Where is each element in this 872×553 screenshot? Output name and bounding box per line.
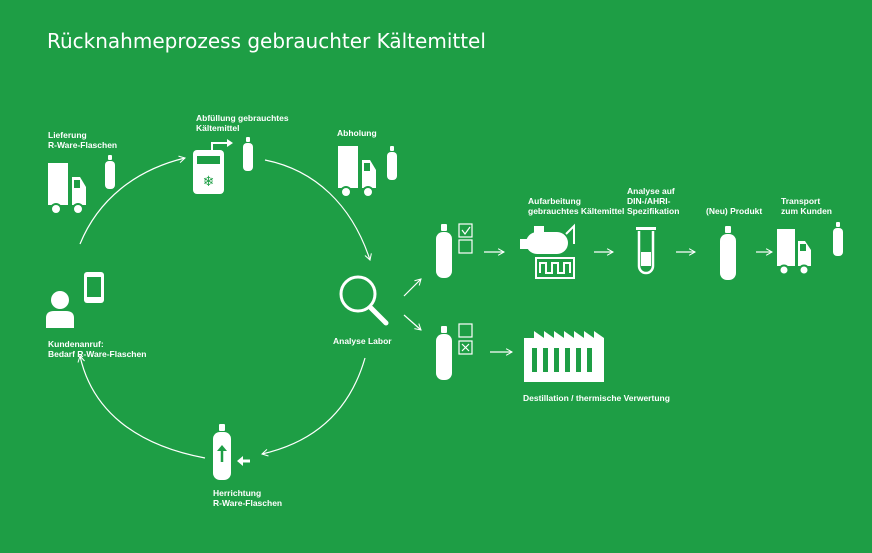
arrow-lab-to-preparation xyxy=(261,357,366,457)
checkbox-empty-icon xyxy=(458,323,473,338)
delivery-bottle-icon xyxy=(105,155,115,189)
filling-machine-icon: ❄ xyxy=(193,139,233,194)
label-customer-call: Kundenanruf: Bedarf R-Ware-Flaschen xyxy=(48,339,147,359)
label-transport: Transport zum Kunden xyxy=(781,196,832,216)
pickup-bottle-icon xyxy=(387,146,397,180)
transport-truck-icon xyxy=(777,229,811,276)
pickup-truck-icon xyxy=(337,145,377,198)
factory-icon xyxy=(524,331,604,382)
label-lab: Analyse Labor xyxy=(333,336,392,346)
transport-bottle-icon xyxy=(833,222,843,256)
customer-person-icon xyxy=(46,291,74,328)
test-tube-icon xyxy=(636,227,656,275)
arrow-preparation-to-customer xyxy=(77,355,206,459)
label-delivery: Lieferung R-Ware-Flaschen xyxy=(48,130,118,150)
checkbox-empty-icon xyxy=(458,239,473,254)
product-bottle-icon xyxy=(720,226,736,280)
arrow-filling-to-pickup xyxy=(264,159,372,261)
checkbox-crossed-icon xyxy=(458,340,473,355)
label-product: (Neu) Produkt xyxy=(706,206,763,216)
preparation-bottle-icon xyxy=(213,424,231,480)
label-preparation: Herrichtung R-Ware-Flaschen xyxy=(213,488,283,508)
reprocessing-tank-icon xyxy=(520,223,575,279)
label-analysis: Analyse auf DIN-/AHRI- Spezifikation xyxy=(627,186,680,216)
label-reprocessing: Aufarbeitung gebrauchtes Kältemittel xyxy=(528,196,625,216)
page-title: Rücknahmeprozess gebrauchter Kältemittel xyxy=(47,29,486,53)
label-filling: Abfüllung gebrauchtes Kältemittel xyxy=(196,113,289,133)
svg-text:❄: ❄ xyxy=(203,174,215,190)
delivery-truck-icon xyxy=(47,162,87,215)
label-pickup: Abholung xyxy=(337,128,377,138)
arrow-lab-to-fail xyxy=(403,314,422,331)
arrow-delivery-to-filling xyxy=(79,155,186,245)
fail-bottle-icon xyxy=(436,326,452,380)
label-disposal: Destillation / thermische Verwertung xyxy=(523,393,670,403)
filling-bottle-icon xyxy=(243,137,253,171)
cycle-arrows xyxy=(77,155,372,459)
ok-bottle-icon xyxy=(436,224,452,278)
checkbox-checked-icon xyxy=(458,223,473,238)
arrow-lab-to-ok xyxy=(403,278,422,297)
preparation-arrow-icon xyxy=(237,456,250,466)
customer-phone-icon xyxy=(84,272,104,303)
magnifier-icon xyxy=(339,275,389,326)
